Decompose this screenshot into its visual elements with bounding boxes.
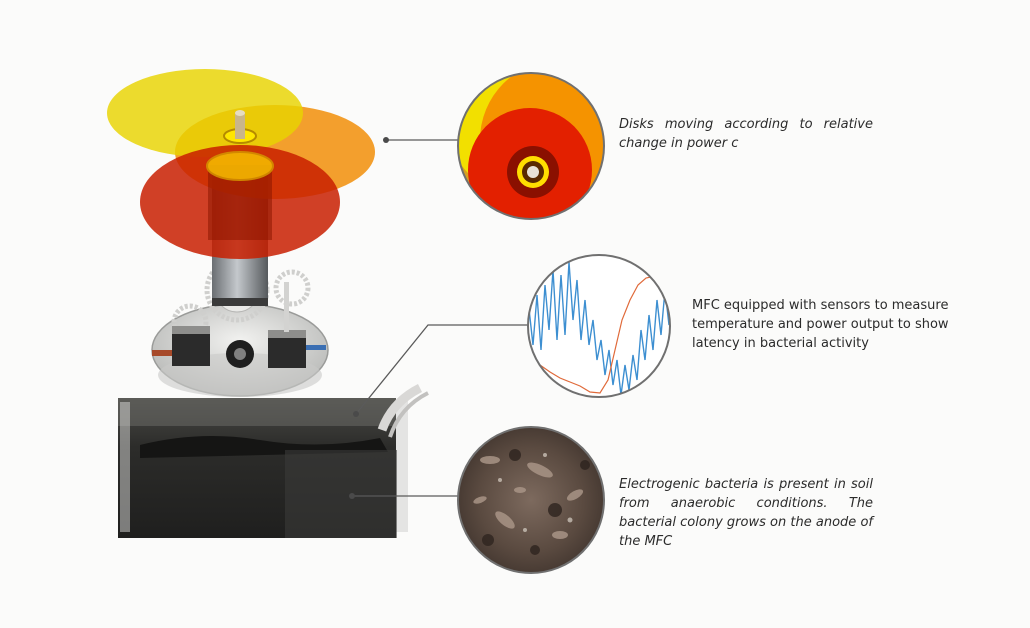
caption-sensors: MFC equipped with sensors to measure tem… — [692, 298, 949, 351]
callout-dot-disks — [383, 137, 389, 143]
caption-disks: Disks moving according to relative chang… — [619, 117, 873, 151]
stepper-motor-right — [268, 282, 326, 368]
sensor-signal-graph-circle — [527, 254, 671, 398]
device-illustration — [107, 69, 375, 397]
callout-dot-bacteria — [349, 493, 355, 499]
disk-closeup-circle — [457, 72, 605, 220]
stepper-motor-left — [152, 326, 210, 366]
soil-closeup-circle — [457, 426, 605, 574]
callout-lines — [352, 139, 529, 497]
disk-yellow — [107, 69, 303, 157]
temperature-signal-line — [528, 275, 670, 394]
caption-bacteria: Electrogenic bacteria is present in soil… — [619, 477, 873, 549]
soil-tank — [118, 383, 429, 538]
callout-dot-sensors — [353, 411, 359, 417]
